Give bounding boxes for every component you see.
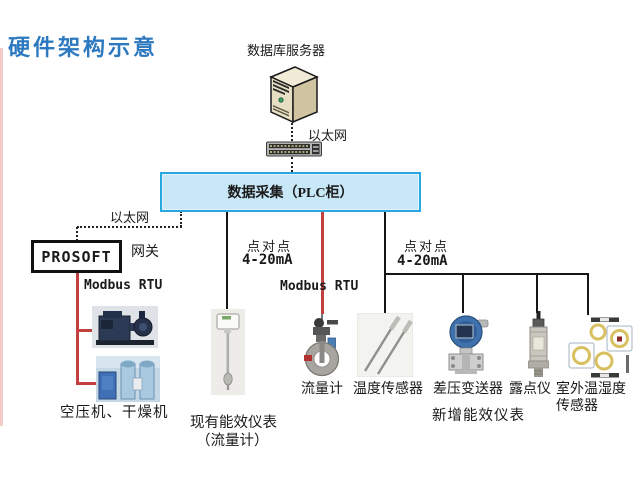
modbus-rtu-left-label: Modbus RTU xyxy=(84,278,163,293)
existing-meters-label-1: 现有能效仪表 xyxy=(190,415,277,431)
drop-line-outdoor-sensor xyxy=(587,275,589,317)
server-label: 数据库服务器 xyxy=(247,43,326,58)
ethernet-left-label: 以太网 xyxy=(110,210,150,225)
right-manifold-line xyxy=(384,273,589,275)
ethernet-switch-icon xyxy=(266,141,322,162)
ethernet-top-label: 以太网 xyxy=(308,128,348,143)
ethernet-dotted-line-left-run xyxy=(77,226,182,228)
prosoft-gateway-box: PROSOFT xyxy=(31,240,122,273)
modbus-red-line-vertical xyxy=(76,272,79,385)
modbus-red-stub-dryer xyxy=(79,382,99,385)
plc-cabinet-box: 数据采集（PLC柜） xyxy=(160,172,421,212)
flow-meter-label: 流量计 xyxy=(301,382,343,397)
ethernet-dotted-line-left-drop xyxy=(180,211,182,227)
modbus-red-line-mid xyxy=(321,210,324,314)
slide-edge-artifact xyxy=(0,48,3,426)
plc-line-right-main xyxy=(384,210,386,314)
p2p-right-label: 点对点 xyxy=(404,239,450,254)
dew-point-meter-photo xyxy=(524,311,554,384)
ethernet-dotted-line-server xyxy=(291,123,293,141)
dryer-photo xyxy=(96,356,160,407)
p2p-mid-label: 点对点 xyxy=(247,239,293,254)
temperature-sensor-label: 温度传感器 xyxy=(353,382,423,397)
plc-line-existing-meter xyxy=(226,210,228,310)
drop-line-dp-transmitter xyxy=(462,275,464,313)
outdoor-sensor-label: 室外温湿度传感器 xyxy=(556,382,626,414)
modbus-rtu-mid-label: Modbus RTU xyxy=(280,279,359,294)
drop-line-dew-point xyxy=(536,275,538,313)
vortex-flow-meter-photo xyxy=(299,313,346,382)
prosoft-gateway-label: PROSOFT xyxy=(41,247,112,266)
air-compressor-photo xyxy=(92,306,158,353)
dp-transmitter-photo xyxy=(442,311,492,382)
compressor-dryer-label: 空压机、干燥机 xyxy=(60,405,169,421)
temperature-sensor-photo xyxy=(356,312,414,382)
p2p-right-ma-label: 4-20mA xyxy=(397,253,448,269)
page-title: 硬件架构示意 xyxy=(8,35,159,60)
gateway-label: 网关 xyxy=(131,245,159,260)
new-meters-label: 新增能效仪表 xyxy=(432,408,525,424)
outdoor-sensor-photo xyxy=(567,315,635,386)
ethernet-dotted-line-switch xyxy=(291,157,293,172)
ethernet-dotted-line-gateway-drop xyxy=(76,227,78,241)
modbus-red-stub-compressor xyxy=(79,329,95,332)
plc-cabinet-label: 数据采集（PLC柜） xyxy=(227,186,354,201)
p2p-mid-ma-label: 4-20mA xyxy=(242,252,293,268)
server-icon xyxy=(265,63,321,128)
existing-flow-meter-photo xyxy=(211,309,245,400)
dp-transmitter-label: 差压变送器 xyxy=(433,382,503,397)
existing-meters-label-2: （流量计） xyxy=(196,433,269,449)
dew-point-meter-label: 露点仪 xyxy=(509,382,551,397)
